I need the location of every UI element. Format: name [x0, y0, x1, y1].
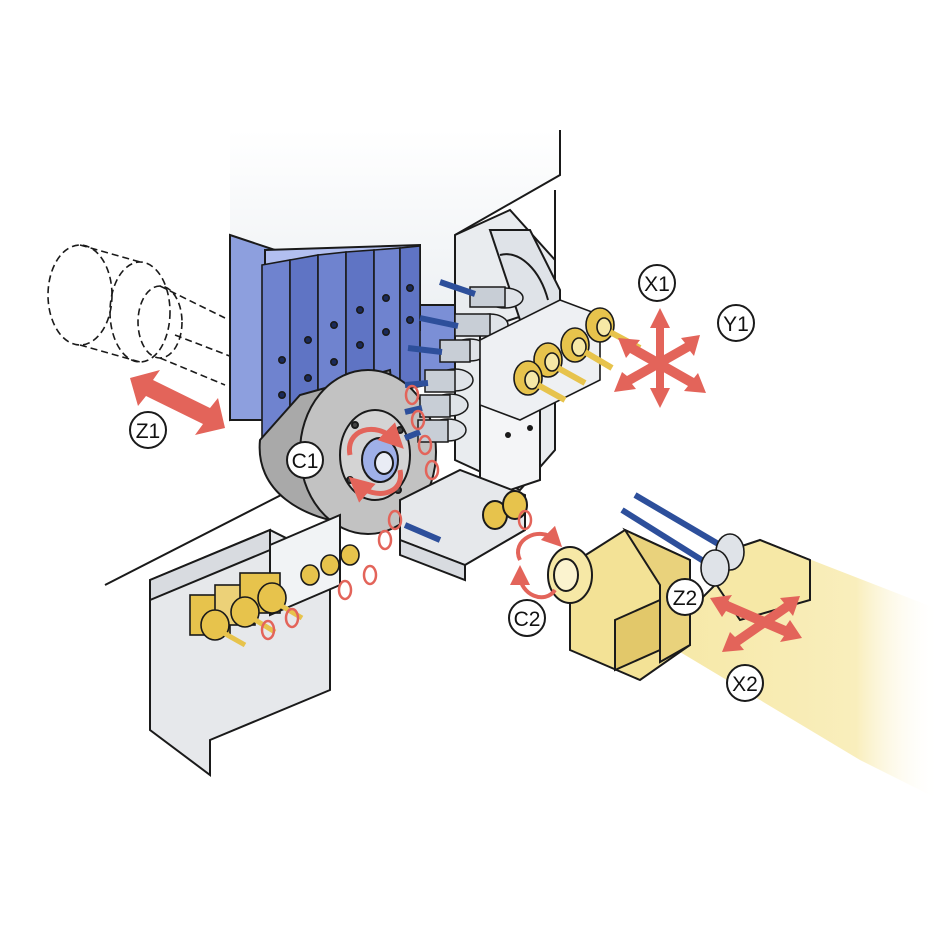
label-x2-text: X2	[732, 673, 758, 696]
rotation-marks	[260, 384, 533, 641]
c2-rotation-icon	[510, 525, 563, 600]
gang-tool-fingers	[261, 245, 421, 444]
label-c1-text: C1	[292, 450, 319, 473]
z2-x2-cross-arrow-icon	[710, 595, 802, 652]
label-c2: C2	[508, 599, 546, 637]
x1-y1-cross-arrow-icon	[614, 308, 706, 408]
label-x2: X2	[726, 664, 764, 702]
label-y1-text: Y1	[723, 313, 749, 336]
sub-spindle-head	[547, 527, 691, 682]
left-gold-tools	[189, 544, 360, 648]
label-c1: C1	[286, 441, 324, 479]
label-x1-text: X1	[644, 273, 670, 296]
label-z2: Z2	[666, 578, 704, 616]
label-y1: Y1	[717, 304, 755, 342]
turret-gold-tools	[479, 299, 642, 421]
sub-spindle-drills	[620, 492, 745, 587]
sub-spindle-slide	[659, 538, 940, 800]
label-z1-text: Z1	[136, 420, 161, 443]
label-z1: Z1	[129, 411, 167, 449]
label-c2-text: C2	[514, 608, 541, 631]
label-z2-text: Z2	[673, 587, 698, 610]
z1-double-arrow-icon	[130, 370, 225, 435]
ghost-spindle	[47, 244, 241, 386]
center-tool-block	[399, 468, 528, 582]
c1-rotation-icon	[347, 422, 404, 503]
label-x1: X1	[638, 264, 676, 302]
